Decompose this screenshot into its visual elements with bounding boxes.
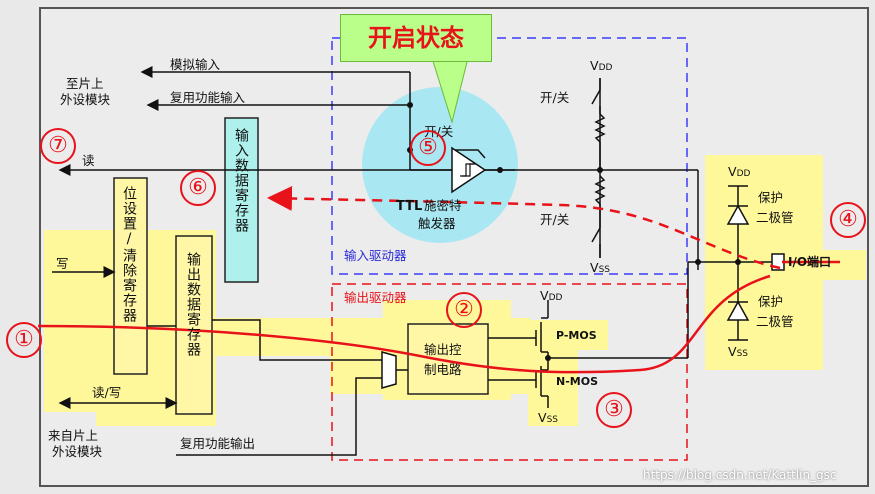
output-driver-box	[331, 283, 688, 461]
pullup-pulldown	[591, 78, 606, 258]
input-driver-box	[331, 37, 688, 275]
vdd-label-top: VDD	[590, 58, 613, 73]
label-read-write: 读/写	[92, 385, 122, 400]
label-output-data-register: 输出数据寄存器	[185, 252, 201, 357]
label-to-peripheral-1: 至片上	[66, 76, 104, 91]
marker-3: ③	[596, 392, 632, 428]
label-bit-set-reset-register: 位设置/清除寄存器	[121, 186, 137, 323]
label-alt-func-input: 复用功能输入	[170, 90, 246, 105]
label-ttl: TTL	[396, 199, 423, 214]
label-from-peripheral-1: 来自片上	[48, 428, 99, 443]
label-input-driver: 输入驱动器	[344, 248, 407, 263]
label-output-driver: 输出驱动器	[344, 290, 407, 305]
watermark: https://blog.csdn.net/Kattlin_gsc	[643, 468, 837, 482]
label-from-peripheral-2: 外设模块	[52, 444, 103, 459]
marker-6: ⑥	[180, 170, 216, 206]
label-schmitt: 施密特	[424, 198, 462, 213]
label-output-control-1: 输出控	[424, 342, 462, 357]
bit-set-reset-register	[113, 177, 148, 375]
label-io-pin: I/O端口	[788, 255, 832, 269]
label-input-data-register: 输入数据寄存器	[233, 128, 249, 233]
junction-dots	[407, 102, 741, 361]
label-pmos: P-MOS	[556, 329, 597, 342]
input-signal-path	[267, 185, 781, 270]
label-analog-input: 模拟输入	[170, 57, 221, 72]
marker-7: ⑦	[40, 128, 76, 164]
marker-4: ④	[830, 202, 866, 238]
input-data-register	[224, 117, 259, 283]
output-data-register	[175, 235, 213, 415]
vdd-label-pmos: VDD	[540, 288, 563, 303]
label-read: 读	[82, 153, 95, 168]
protection-diodes	[726, 185, 750, 341]
label-protect-top-2: 二极管	[756, 210, 794, 225]
vdd-label-diode: VDD	[728, 164, 751, 179]
label-write: 写	[56, 256, 69, 271]
callout-open-state: 开启状态	[340, 14, 492, 62]
label-protect-top-1: 保护	[758, 190, 784, 205]
label-trigger: 触发器	[418, 216, 456, 231]
marker-1: ①	[6, 322, 42, 358]
label-protect-bottom-1: 保护	[758, 294, 784, 309]
vss-label-diode: VSS	[728, 344, 748, 359]
label-switch-bottom: 开/关	[540, 212, 570, 227]
label-protect-bottom-2: 二极管	[756, 314, 794, 329]
output-control-box	[407, 323, 489, 395]
label-nmos: N-MOS	[556, 375, 598, 388]
vss-label-nmos: VSS	[538, 410, 558, 425]
marker-5: ⑤	[410, 130, 446, 166]
output-signal-path	[37, 274, 771, 374]
label-switch-top: 开/关	[540, 90, 570, 105]
marker-2: ②	[446, 292, 482, 328]
label-alt-func-output: 复用功能输出	[180, 436, 256, 451]
label-output-control-2: 制电路	[424, 362, 462, 377]
label-to-peripheral-2: 外设模块	[60, 92, 111, 107]
vss-label-top: VSS	[590, 260, 610, 275]
